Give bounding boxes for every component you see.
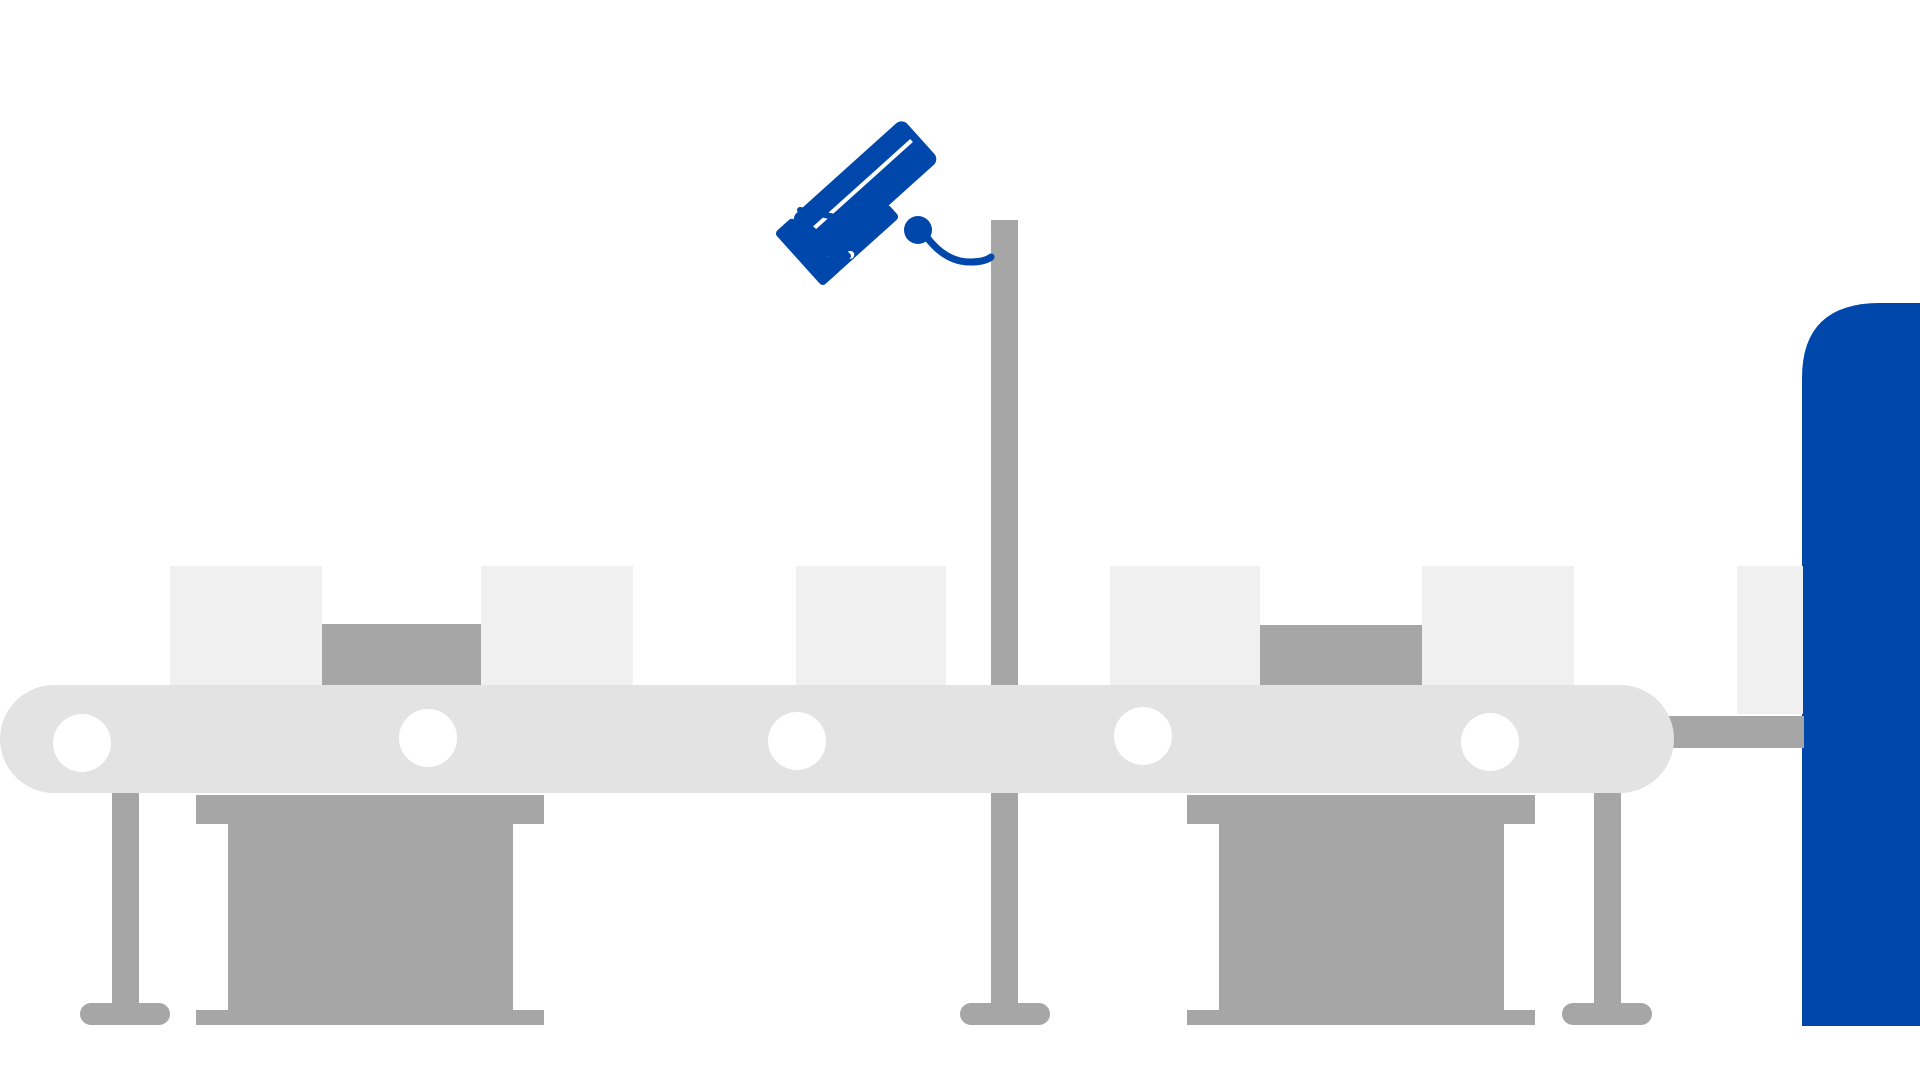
blue-machine-panel <box>1802 303 1920 1026</box>
light-box-2 <box>481 566 633 686</box>
roller-3 <box>768 712 826 770</box>
light-box-5 <box>1422 566 1574 686</box>
leg-left-foot <box>80 1003 170 1025</box>
light-box-6 <box>1737 566 1803 714</box>
camera-pole <box>991 220 1018 686</box>
camera-housing-stripe <box>810 139 913 232</box>
light-box-1 <box>170 566 322 686</box>
light-box-3 <box>796 566 946 686</box>
leg-right-foot <box>1562 1003 1652 1025</box>
cabinet-1-base <box>196 1010 544 1025</box>
camera-hood <box>819 205 899 279</box>
conveyor-belt <box>0 685 1674 793</box>
roller-2 <box>399 709 457 767</box>
camera-pole-lower <box>991 793 1018 1005</box>
belt-connector-bar <box>1660 716 1804 748</box>
camera-mount <box>904 216 932 244</box>
cabinet-1-top <box>196 795 544 824</box>
roller-1 <box>53 714 111 772</box>
cabinet-2-body <box>1219 824 1504 1011</box>
dark-block-2 <box>1260 625 1422 686</box>
cabinet-1-body <box>228 824 513 1011</box>
light-box-4 <box>1110 566 1260 686</box>
cabinet-2-base <box>1187 1010 1535 1025</box>
roller-4 <box>1114 707 1172 765</box>
security-camera-icon <box>775 121 995 285</box>
roller-5 <box>1461 713 1519 771</box>
camera-visor <box>797 207 851 259</box>
camera-pole-foot <box>960 1003 1050 1025</box>
dark-block-1 <box>322 624 481 686</box>
camera-housing <box>793 121 937 257</box>
leg-left <box>112 793 139 1005</box>
camera-cable <box>922 232 995 266</box>
camera-lens-front <box>775 218 839 285</box>
leg-right <box>1594 793 1621 1005</box>
cabinet-2-top <box>1187 795 1535 824</box>
